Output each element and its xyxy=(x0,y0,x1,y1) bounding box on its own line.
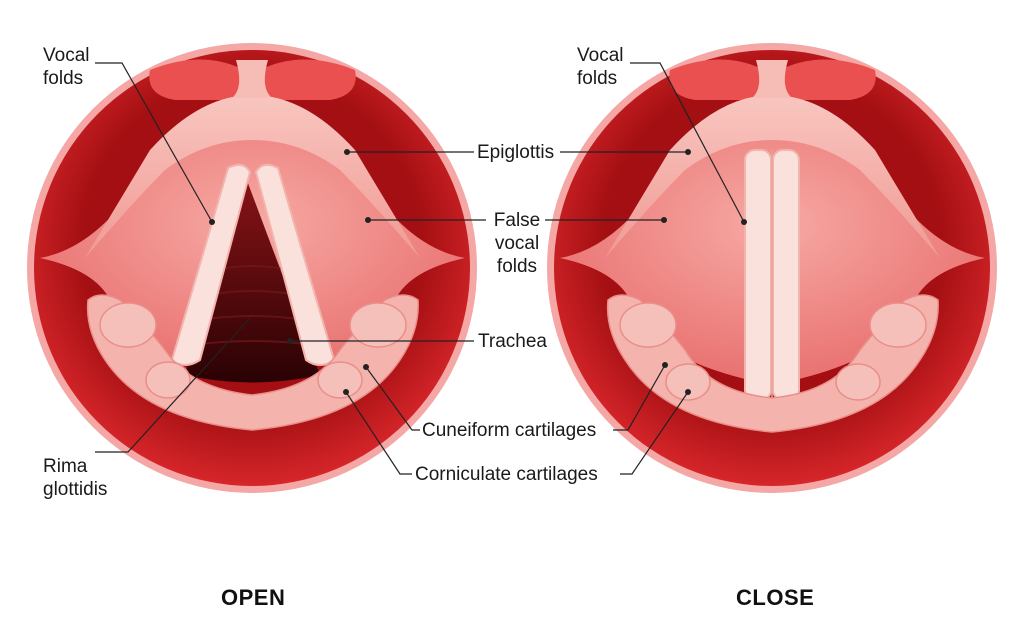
label-vocal-folds-left: Vocal folds xyxy=(43,44,89,90)
leader-vocal-folds-left xyxy=(95,62,213,223)
label-false-vocal-folds-line1: False xyxy=(493,210,541,231)
label-trachea-text: Trachea xyxy=(478,331,547,352)
close-epiglottis-stalk xyxy=(752,60,792,98)
open-right-cuneiform-cartilage xyxy=(349,302,407,348)
label-trachea: Trachea xyxy=(478,330,547,353)
label-vocal-folds-left-line2: folds xyxy=(43,68,84,89)
label-false-vocal-folds-line2: vocal xyxy=(494,233,540,254)
closed-larynx xyxy=(547,43,997,493)
label-false-vocal-folds: False vocal folds xyxy=(490,209,544,278)
close-left-vocal-fold xyxy=(744,149,772,401)
label-vocal-folds-left-line1: Vocal xyxy=(43,45,90,66)
open-left-corniculate-cartilage xyxy=(145,361,191,399)
label-epiglottis-text: Epiglottis xyxy=(477,142,555,163)
label-vocal-folds-right-line2: folds xyxy=(577,68,618,89)
leader-cuneiform-right xyxy=(613,364,666,431)
label-epiglottis: Epiglottis xyxy=(477,141,554,164)
label-rima-glottidis-line2: glottidis xyxy=(43,479,108,500)
open-rima-glottidis xyxy=(185,170,320,383)
leader-dots xyxy=(209,149,747,395)
label-cuneiform-cartilages: Cuneiform cartilages xyxy=(422,419,596,442)
open-epiglottis xyxy=(85,95,420,258)
close-epiglottis xyxy=(605,95,940,258)
caption-close: CLOSE xyxy=(736,585,815,610)
open-left-cuneiform-cartilage xyxy=(99,302,157,348)
label-false-vocal-folds-line3: folds xyxy=(496,256,538,277)
label-vocal-folds-right: Vocal folds xyxy=(577,44,623,90)
leader-lines xyxy=(95,62,745,475)
leader-corniculate-right xyxy=(620,391,689,475)
label-vocal-folds-right-line1: Vocal xyxy=(577,45,624,66)
close-left-corniculate-cartilage xyxy=(665,363,711,401)
caption-open: OPEN xyxy=(221,585,286,610)
leader-vocal-folds-right xyxy=(630,62,745,223)
label-rima-glottidis: Rima glottidis xyxy=(43,455,107,501)
open-right-corniculate-cartilage xyxy=(317,361,363,399)
open-epiglottis-stalk xyxy=(232,60,272,98)
close-right-vocal-fold xyxy=(772,149,800,401)
close-left-cuneiform-cartilage xyxy=(619,302,677,348)
label-corniculate-text: Corniculate cartilages xyxy=(415,464,598,485)
leader-cuneiform-left xyxy=(365,366,420,431)
close-right-corniculate-cartilage xyxy=(835,363,881,401)
leader-rima-glottidis xyxy=(95,317,251,453)
close-right-cuneiform-cartilage xyxy=(869,302,927,348)
label-rima-glottidis-line1: Rima xyxy=(43,456,88,477)
leader-corniculate-left xyxy=(345,391,412,475)
label-corniculate-cartilages: Corniculate cartilages xyxy=(415,463,598,486)
open-larynx xyxy=(27,43,477,493)
label-cuneiform-text: Cuneiform cartilages xyxy=(422,420,597,441)
